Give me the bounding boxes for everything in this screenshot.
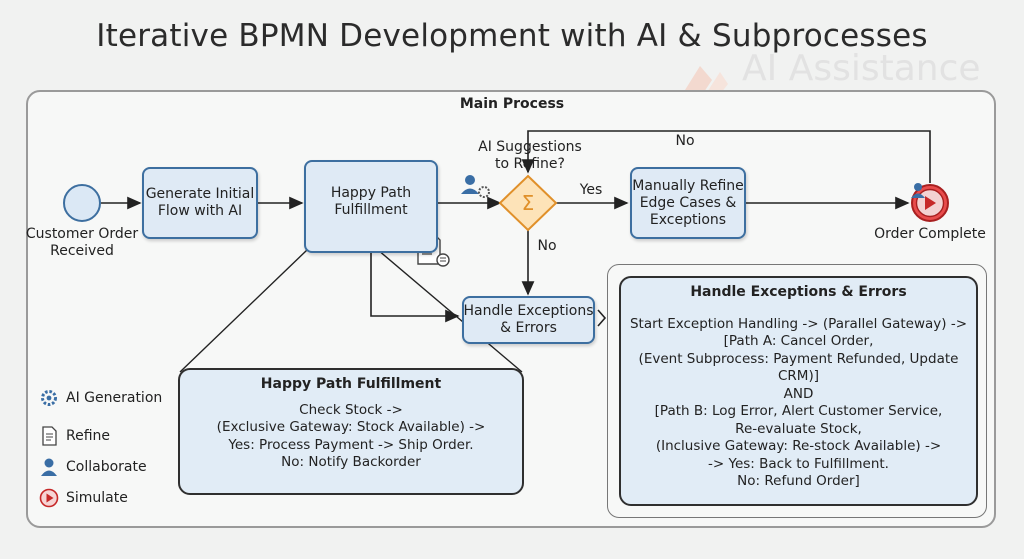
zoom-line-right (377, 249, 523, 373)
exceptions-line: -> Yes: Back to Fulfillment. (708, 455, 889, 472)
exceptions-line: Re-evaluate Stock, (735, 420, 862, 437)
edge-label-no-down: No (537, 238, 557, 254)
legend-label: Simulate (66, 490, 128, 506)
exceptions-line: CRM)] (778, 368, 819, 384)
watermark-text: AI Assistance (742, 48, 981, 89)
task-happy-path[interactable]: Happy Path Fulfillment (304, 160, 438, 253)
sigma-icon: Σ (522, 191, 535, 215)
exceptions-panel-title: Handle Exceptions & Errors (690, 284, 907, 300)
happy-path-line: (Exclusive Gateway: Stock Available) -> (216, 419, 486, 435)
page-title: Iterative BPMN Development with AI & Sub… (96, 18, 928, 54)
task-manual-refine-label: Manually Refine Edge Cases & Exceptions (632, 177, 744, 228)
exceptions-line: (Event Subprocess: Payment Refunded, Upd… (638, 350, 959, 367)
exceptions-line: [Path A: Cancel Order, (723, 333, 874, 349)
start-event-label: Customer Order Received (25, 226, 139, 259)
person-icon (38, 457, 60, 477)
flow-no-loop (521, 130, 931, 183)
happy-path-line: Check Stock -> (299, 401, 403, 418)
edge-label-yes: Yes (579, 182, 603, 198)
task-generate-initial-flow[interactable]: Generate Initial Flow with AI (142, 167, 258, 239)
gateway-diamond (498, 174, 558, 232)
exceptions-line: Start Exception Handling -> (Parallel Ga… (629, 315, 968, 332)
legend-label: Refine (66, 428, 111, 444)
legend-collaborate: Collaborate (38, 457, 147, 477)
legend-label: AI Generation (66, 390, 163, 406)
legend-label: Collaborate (66, 459, 147, 475)
person-icon (914, 183, 922, 191)
zoom-line-left (179, 249, 308, 373)
exceptions-line: No: Refund Order] (737, 473, 860, 489)
task-manual-refine[interactable]: Manually Refine Edge Cases & Exceptions (630, 167, 746, 239)
end-event-label: Order Complete (874, 226, 986, 242)
legend-simulate: Simulate (38, 488, 128, 508)
play-icon (925, 196, 936, 210)
flow-happy-to-exceptions (370, 252, 460, 323)
play-icon (38, 488, 60, 508)
task-handle-exceptions[interactable]: Handle Exceptions & Errors (462, 296, 595, 344)
legend-ai-generation: AI Generation (38, 388, 162, 408)
gateway-question-label: AI Suggestions to Refine? (478, 139, 582, 172)
exceptions-line: (Inclusive Gateway: Re-stock Available) … (655, 438, 942, 454)
happy-path-line: No: Notify Backorder (281, 454, 421, 470)
gear-icon (38, 388, 60, 408)
edge-label-no-top: No (675, 133, 695, 149)
start-event (63, 184, 101, 222)
happy-path-panel-title: Happy Path Fulfillment (260, 376, 442, 392)
exceptions-line: AND (783, 385, 814, 402)
main-process-label: Main Process (459, 96, 565, 112)
task-generate-label: Generate Initial Flow with AI (145, 186, 255, 219)
happy-path-panel: Happy Path Fulfillment Check Stock -> (E… (178, 368, 524, 495)
exceptions-outer-box (607, 264, 987, 518)
collaborate-icon (461, 175, 490, 198)
document-icon (38, 426, 60, 446)
happy-path-line: Yes: Process Payment -> Ship Order. (228, 436, 474, 453)
exceptions-line: [Path B: Log Error, Alert Customer Servi… (654, 403, 943, 419)
chevron-right-icon (597, 309, 607, 327)
legend-refine: Refine (38, 426, 110, 446)
exceptions-panel: Handle Exceptions & Errors Start Excepti… (619, 276, 978, 506)
task-happy-path-label: Happy Path Fulfillment (330, 184, 412, 218)
task-exceptions-label: Handle Exceptions & Errors (463, 303, 594, 336)
